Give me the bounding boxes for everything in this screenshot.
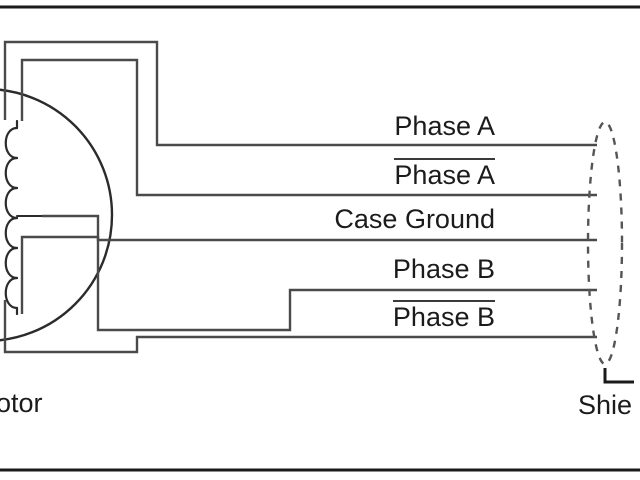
shield-leader-line: [603, 368, 634, 384]
wire-label-case-ground: Case Ground: [334, 206, 495, 233]
wire-label-phase-b-not: Phase B: [392, 300, 495, 332]
wire-phase-a: [3, 40, 597, 147]
shield-dashed-ellipse: [586, 120, 624, 366]
wire-label-phase-a: Phase A: [394, 113, 495, 140]
wire-case-ground: [42, 214, 597, 242]
wire-phase-b-not: [3, 300, 597, 354]
wire-label-phase-a-not-text: Phase A: [394, 158, 495, 190]
wire-label-phase-a-not: Phase A: [394, 158, 495, 189]
motor-body-circle: [0, 88, 114, 342]
shield-label: Shie: [578, 390, 633, 420]
wire-label-phase-b: Phase B: [393, 256, 495, 283]
wire-label-phase-a-text: Phase A: [394, 111, 495, 141]
wire-label-case-ground-text: Case Ground: [334, 204, 495, 234]
motor-coil-winding: [4, 119, 43, 316]
wire-label-phase-b-text: Phase B: [392, 254, 495, 284]
wire-bundle: [3, 40, 597, 354]
motor-label: otor: [0, 388, 43, 418]
wire-phase-b: [20, 235, 597, 332]
wire-label-phase-b-not-text: Phase B: [392, 300, 495, 332]
wire-phase-a-not: [20, 58, 597, 197]
